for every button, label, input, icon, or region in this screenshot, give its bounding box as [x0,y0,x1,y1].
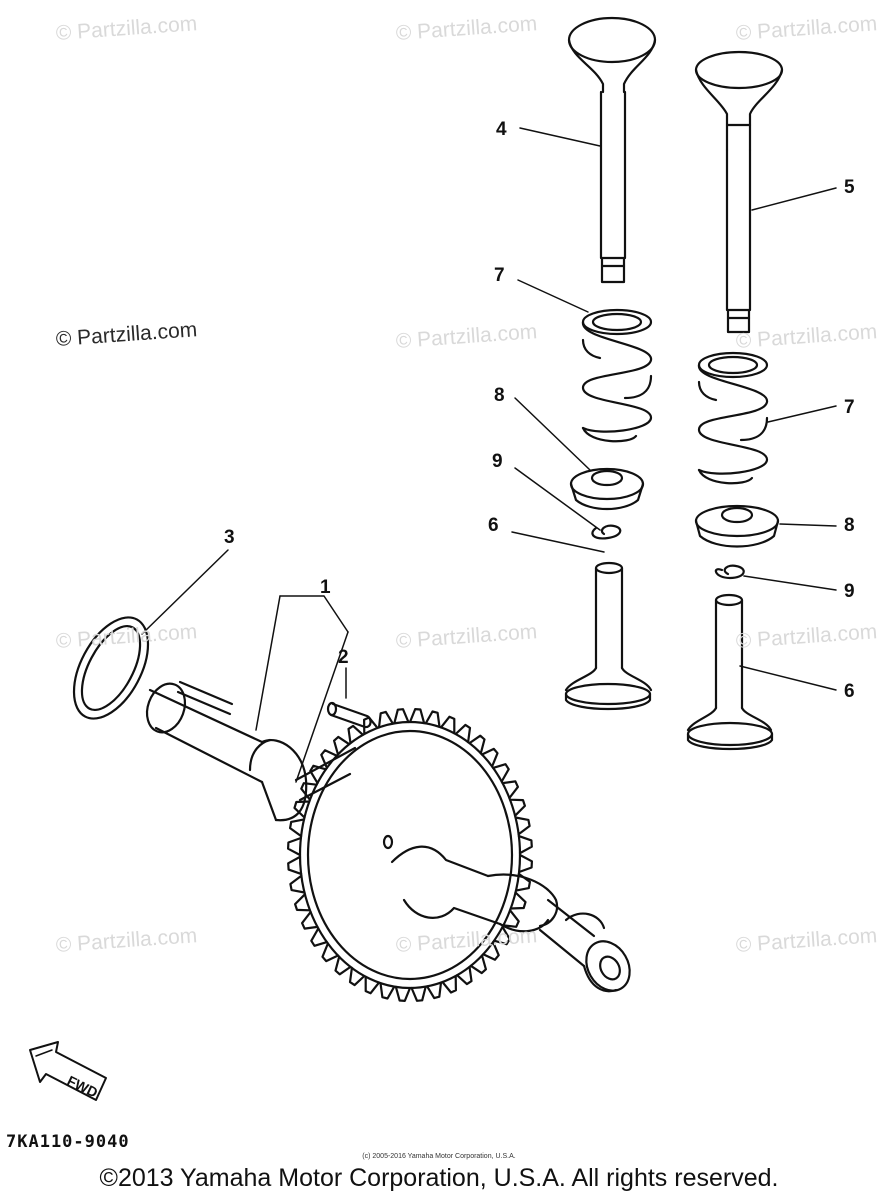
leader-lines [141,127,837,783]
callout-5: 5 [844,177,855,198]
gear-teeth [287,708,533,1002]
spring-retainer-left [569,467,645,510]
callout-6-right: 6 [844,681,855,702]
valve-spring-right [697,351,769,485]
fwd-arrow [29,1041,107,1101]
callout-8-left: 8 [494,385,505,406]
tiny-copyright: (c) 2005-2016 Yamaha Motor Corporation, … [362,1153,516,1160]
callout-1: 1 [320,577,331,598]
spring-retainer-right [694,504,780,548]
callout-7-left: 7 [494,265,505,286]
oil-seal-ring [72,616,150,720]
valve-exhaust-top [694,50,784,334]
valve-spring-left [581,308,653,443]
valve-intake-top [567,16,657,284]
callout-6-left: 6 [488,515,499,536]
callout-4: 4 [496,119,507,140]
valve-cotter-left [591,524,622,540]
callout-2: 2 [338,647,349,668]
callout-3: 3 [224,527,235,548]
footer-copyright: ©2013 Yamaha Motor Corporation, U.S.A. A… [99,1164,779,1192]
valve-lower-right [686,593,774,751]
valve-lower-left [564,561,653,711]
callout-9-left: 9 [492,451,503,472]
valve-cotter-right [714,564,745,580]
callout-7-right: 7 [844,397,855,418]
cam-gear [287,708,533,1002]
callout-9-right: 9 [844,581,855,602]
callout-8-right: 8 [844,515,855,536]
camshaft [145,680,631,993]
fwd-arrow-label: FWD [65,1072,101,1100]
diagram-code: 7KA110-9040 [6,1132,130,1152]
